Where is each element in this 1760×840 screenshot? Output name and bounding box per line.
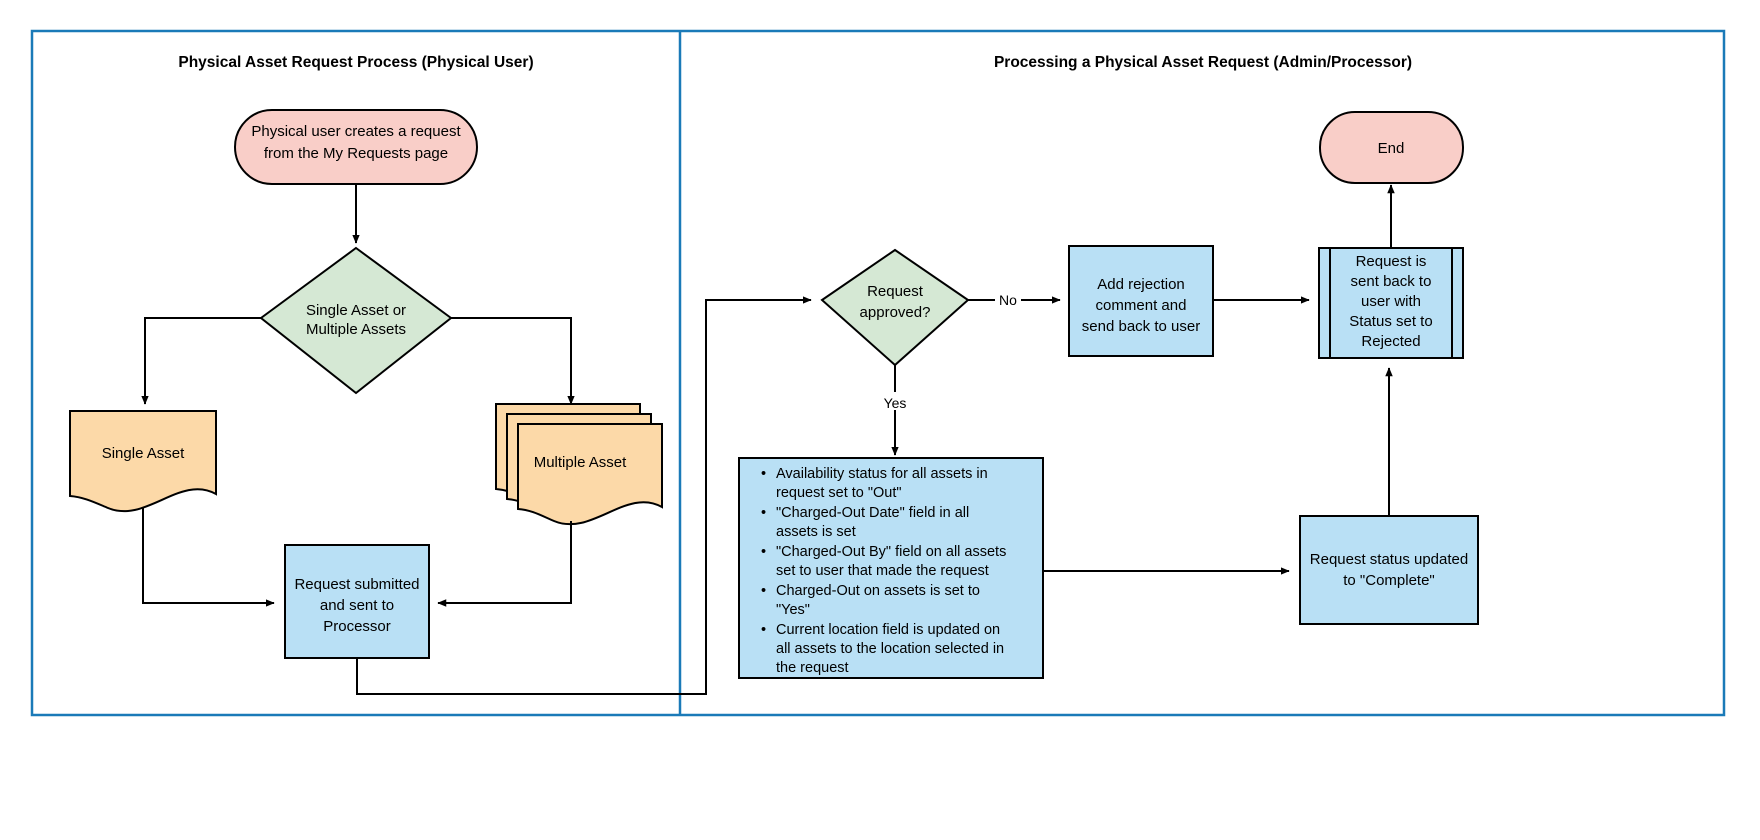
bullet-1-line-1: Availability status for all assets in	[776, 466, 988, 482]
bullet-4-line-2: "Yes"	[776, 602, 810, 618]
node-sent-back-rejected-label-3: user with	[1361, 293, 1421, 310]
node-approved-actions-shape	[738, 457, 1044, 679]
node-request-submitted-label: Request submitted	[294, 576, 419, 593]
bullet-marker-5: •	[761, 622, 766, 638]
bullet-2-line-2: assets is set	[776, 524, 856, 540]
node-start-label-2: from the My Requests page	[264, 145, 448, 162]
connector-single-asset-to-request-submitted	[142, 508, 275, 607]
node-request-submitted-label-2: and sent to	[320, 597, 394, 614]
node-request-submitted-label-3: Processor	[323, 618, 391, 635]
node-request-approved-decision-label-2: approved?	[860, 304, 931, 321]
node-status-complete-shape	[1299, 515, 1479, 625]
edge-label-yes-bg	[880, 392, 910, 410]
bullet-5-line-3: the request	[776, 660, 849, 676]
connector-multiple-asset-to-request-submitted	[437, 521, 572, 607]
node-start-label: Physical user creates a request	[251, 123, 461, 140]
bullet-marker-3: •	[761, 544, 766, 560]
bullet-marker-1: •	[761, 466, 766, 482]
node-multiple-asset-label: Multiple Asset	[534, 454, 627, 471]
node-request-submitted-shape	[284, 544, 430, 659]
node-end-label: End	[1378, 140, 1405, 157]
node-sent-back-rejected-label-5: Rejected	[1361, 333, 1420, 350]
node-sent-back-rejected-label: Request is	[1356, 253, 1427, 270]
node-single-asset-shape	[69, 410, 217, 513]
node-multiple-asset-shape-front	[517, 423, 663, 526]
node-add-rejection-label: Add rejection	[1097, 276, 1185, 293]
node-add-rejection-shape	[1068, 245, 1214, 357]
bullet-2-line-1: "Charged-Out Date" field in all	[776, 505, 969, 521]
node-approved-actions-bullets: • Availability status for all assets in …	[761, 466, 1006, 676]
node-single-asset-label: Single Asset	[102, 445, 185, 462]
bullet-5-line-1: Current location field is updated on	[776, 622, 1000, 638]
node-request-approved-decision-label: Request	[867, 283, 924, 300]
node-single-multi-decision-label: Single Asset or	[306, 302, 406, 319]
bullet-4-line-1: Charged-Out on assets is set to	[776, 583, 980, 599]
node-sent-back-rejected-shape	[1318, 247, 1464, 359]
node-end-shape	[1319, 111, 1464, 184]
connector-decision-to-multiple-asset	[451, 317, 575, 405]
panel-title-right: Processing a Physical Asset Request (Adm…	[994, 54, 1412, 71]
node-status-complete-label-2: to "Complete"	[1343, 572, 1435, 589]
bullet-5-line-2: all assets to the location selected in	[776, 641, 1004, 657]
node-sent-back-rejected-label-2: sent back to	[1351, 273, 1432, 290]
node-single-multi-decision-label-2: Multiple Assets	[306, 321, 406, 338]
edge-label-yes: Yes	[884, 395, 907, 411]
node-add-rejection-label-3: send back to user	[1082, 318, 1200, 335]
node-status-complete-label: Request status updated	[1310, 551, 1468, 568]
panel-title-left: Physical Asset Request Process (Physical…	[178, 54, 533, 71]
bullet-3-line-1: "Charged-Out By" field on all assets	[776, 544, 1006, 560]
connector-decision-to-single-asset	[141, 317, 261, 405]
bullet-marker-2: •	[761, 505, 766, 521]
node-sent-back-rejected-label-4: Status set to	[1349, 313, 1432, 330]
bullet-3-line-2: set to user that made the request	[776, 563, 989, 579]
connector-request-submitted-to-approved-decision	[356, 296, 812, 695]
bullet-marker-4: •	[761, 583, 766, 599]
node-start-shape	[234, 109, 478, 185]
bullet-1-line-2: request set to "Out"	[776, 485, 902, 501]
node-add-rejection-label-2: comment and	[1096, 297, 1187, 314]
edge-label-no: No	[999, 292, 1017, 308]
edge-label-no-bg	[995, 288, 1021, 306]
node-single-multi-decision-shape	[259, 246, 453, 395]
diagram-outer-frame	[30, 29, 1726, 717]
